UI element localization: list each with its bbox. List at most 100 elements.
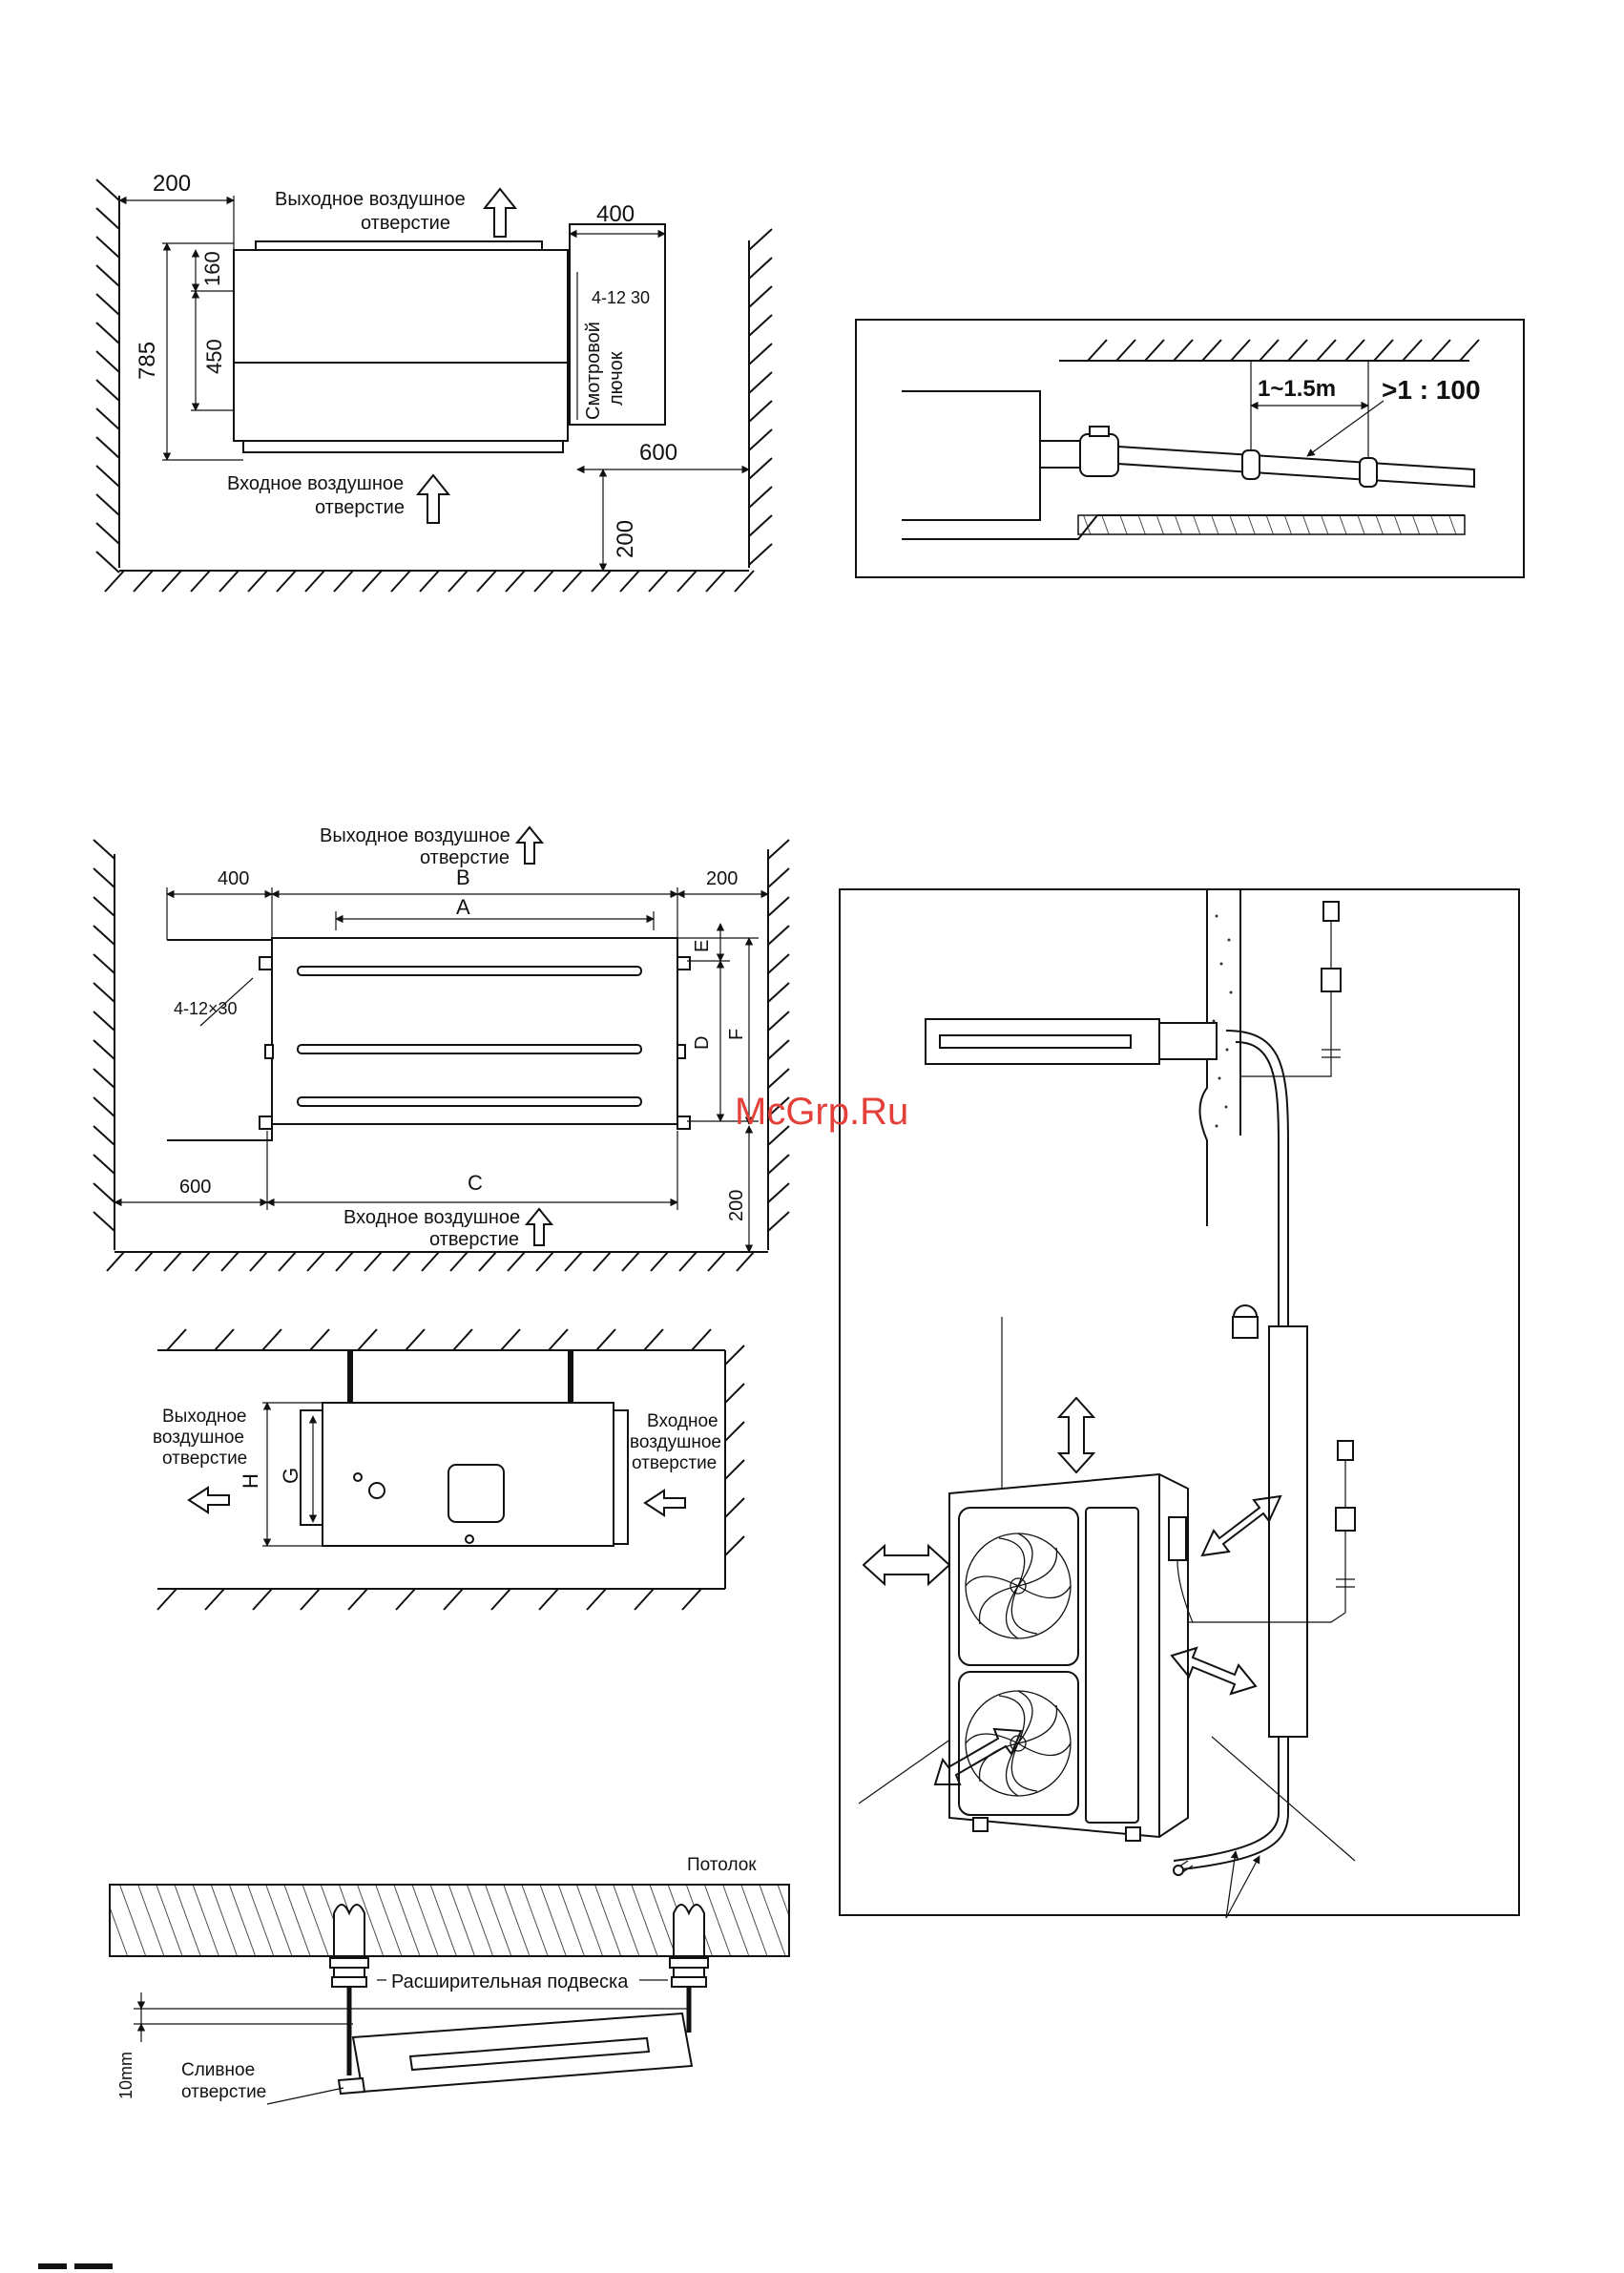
- fig3-slot-1: [297, 966, 642, 976]
- fig4-inlet-arrow-icon: [643, 1489, 686, 1517]
- outlet-flange: [255, 240, 543, 251]
- fig4-outlet-line2: воздушное: [153, 1428, 244, 1448]
- floor-hatch: [104, 570, 755, 593]
- hanger-bracket-3: [677, 956, 691, 970]
- fig3-dim-E: E: [692, 940, 713, 952]
- slope-distance-label: 1~1.5m: [1258, 376, 1336, 402]
- right-clearance-arrow-icon: [1170, 1646, 1258, 1696]
- fig3-dim-200-top: 200: [706, 868, 738, 889]
- fig3-left-wall: [93, 839, 115, 1250]
- fig4-inlet-line3: отверстие: [632, 1453, 717, 1473]
- fig3-outlet-line1: Выходное воздушное: [320, 825, 510, 846]
- dim-200-right: 200: [613, 520, 638, 558]
- dim-785: 785: [135, 342, 160, 380]
- outlet-label-line2: отверстие: [361, 213, 450, 234]
- pipe-support-1: [1241, 449, 1260, 480]
- hanger-bracket-1: [259, 956, 273, 970]
- ceiling-label: Потолок: [687, 1855, 757, 1875]
- fig3-inlet-arrow-icon: [524, 1207, 554, 1246]
- fig3-outlet-line2: отверстие: [420, 847, 510, 868]
- fig4-inlet-line1: Входное: [647, 1411, 718, 1431]
- outlet-arrow-icon: [482, 187, 518, 238]
- fig3-dim-C: C: [468, 1171, 483, 1195]
- switch-box-lower: [1337, 1440, 1354, 1461]
- expansion-anchor-right: [669, 1904, 709, 2033]
- fig4-outlet-flange: [300, 1409, 323, 1526]
- fig3-service-area: [167, 939, 273, 1141]
- outdoor-unit-side-panel: [1085, 1507, 1139, 1824]
- left-wall-hatch: [95, 178, 120, 573]
- slope-ratio-label: >1 : 100: [1382, 375, 1481, 405]
- front-airflow-arrow-icon: [933, 1727, 1023, 1785]
- fan-upper-icon: [965, 1533, 1072, 1639]
- hatch-label-line2: лючок: [606, 351, 627, 406]
- service-valve-icon: [1173, 1865, 1184, 1876]
- breaker-upper: [1321, 968, 1342, 992]
- outdoor-control-box: [1168, 1516, 1187, 1561]
- vertical-clearance-arrow-icon: [1056, 1396, 1096, 1474]
- fig4-inlet-flange: [613, 1409, 629, 1545]
- valve-body: [1079, 433, 1119, 477]
- drain-label-line1: Сливное: [181, 2060, 255, 2080]
- figure-4-side-view: H G Выходное воздушное отверстие Входное…: [153, 1328, 745, 1611]
- hanger-bracket-2: [259, 1116, 273, 1130]
- pipe-support-2: [1359, 457, 1378, 488]
- figure-2-drain-slope: 1~1.5m >1 : 100: [855, 319, 1525, 578]
- switch-box-upper: [1322, 901, 1340, 922]
- inlet-arrow-icon: [415, 473, 451, 524]
- fig3-outlet-arrow-icon: [514, 825, 545, 865]
- right-wall-hatch: [748, 228, 773, 568]
- dim-600: 600: [639, 440, 677, 466]
- fig4-inlet-line2: воздушное: [630, 1432, 721, 1452]
- fig3-dim-D: D: [692, 1036, 713, 1050]
- breaker-lower: [1335, 1507, 1356, 1532]
- fig3-dim-A: A: [456, 895, 470, 919]
- page-mark: [74, 2263, 113, 2269]
- fig3-bolts-label: 4-12×30: [174, 999, 238, 1018]
- rear-clearance-arrow-icon: [1200, 1494, 1282, 1557]
- inspection-hatch: [569, 223, 666, 426]
- fig4-outlet-line3: отверстие: [162, 1449, 247, 1469]
- building-wall-left: [1198, 889, 1208, 1226]
- fig4-outlet-arrow-icon: [187, 1486, 230, 1514]
- fig3-floor: [106, 1251, 768, 1272]
- fig3-dim-B: B: [456, 865, 470, 889]
- fig3-inlet-line1: Входное воздушное: [344, 1207, 520, 1228]
- drain-label-line2: отверстие: [181, 2082, 266, 2102]
- drain-outlet: [1039, 440, 1081, 469]
- dim-160: 160: [200, 251, 224, 286]
- figure-1-clearance-plan: 200 785 160 450 400 600 200 Выходное воз…: [95, 171, 773, 593]
- fig4-service-panel: [448, 1464, 505, 1523]
- gap-label: 10mm: [116, 2052, 135, 2099]
- fig3-right-wall: [767, 839, 790, 1250]
- fig3-dim-400: 400: [218, 868, 249, 889]
- refrigerant-pipe-bundle: [1173, 1030, 1289, 1871]
- expansion-anchor-left: [329, 1904, 369, 2075]
- anchor-label: Расширительная подвеска: [391, 1971, 629, 1992]
- inlet-label-line2: отверстие: [315, 497, 405, 518]
- figure-3-dimension-plan: Выходное воздушное отверстие 400 B 200 A…: [93, 825, 790, 1272]
- fig4-outlet-line1: Выходное: [162, 1407, 246, 1427]
- drain-port: [337, 2076, 366, 2096]
- figure-6-outdoor-installation: [839, 888, 1520, 1919]
- drain-pipe: [1117, 445, 1475, 489]
- inlet-flange: [242, 440, 564, 453]
- dim-400: 400: [596, 201, 635, 227]
- fig3-dim-F: F: [726, 1029, 747, 1040]
- dim-200-left: 200: [153, 171, 191, 197]
- dim-450: 450: [202, 339, 226, 374]
- page-mark: [38, 2263, 67, 2269]
- outlet-label-line1: Выходное воздушное: [275, 189, 466, 210]
- fig3-slot-3: [297, 1096, 642, 1107]
- fig3-inlet-line2: отверстие: [429, 1229, 519, 1250]
- figure-5-suspension: Потолок Расширительная подвеска 10mm: [109, 1855, 790, 2105]
- hatch-label-line1: Смотровой: [583, 322, 604, 420]
- watermark: McGrp.Ru: [735, 1091, 908, 1133]
- hanger-bracket-4: [677, 1116, 691, 1130]
- fig3-dim-200-right: 200: [726, 1190, 747, 1221]
- inlet-label-line1: Входное воздушное: [227, 473, 404, 494]
- indoor-unit-body: [233, 249, 569, 442]
- left-clearance-arrow-icon: [862, 1543, 951, 1587]
- fig3-slot-2: [297, 1044, 642, 1054]
- fig5-unit-slot: [408, 2036, 651, 2072]
